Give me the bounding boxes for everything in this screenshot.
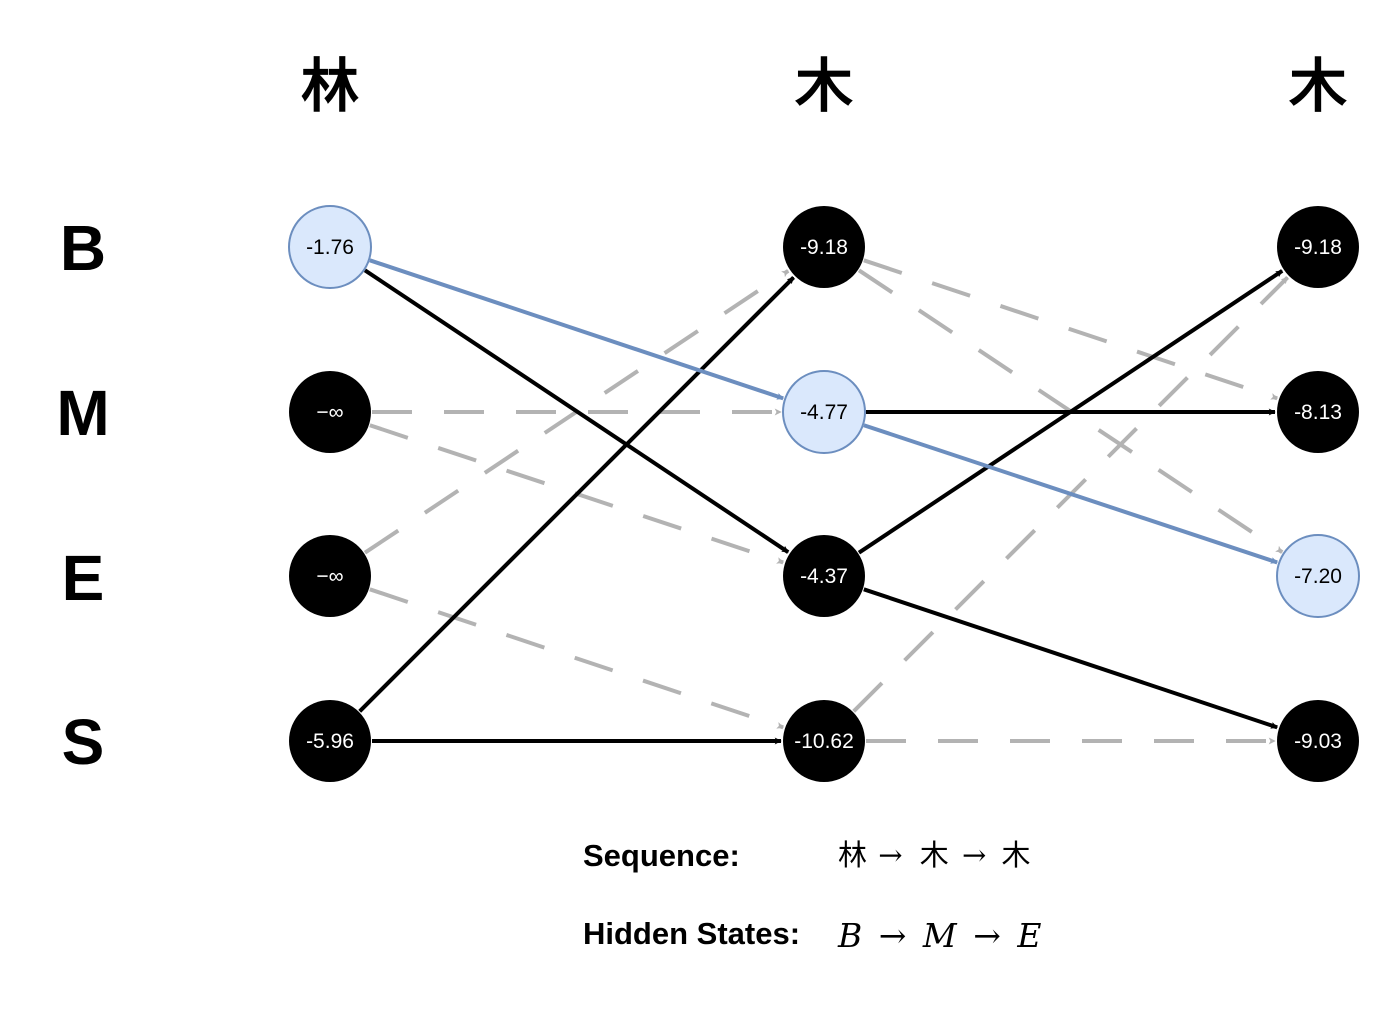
column-header-0: 林 bbox=[301, 52, 359, 120]
edge-best-b0-to-m1 bbox=[369, 258, 784, 401]
node-s-col0: -5.96 bbox=[289, 700, 371, 782]
edge-solid-b0-to-e1 bbox=[363, 268, 790, 554]
row-label-b: B bbox=[60, 212, 106, 284]
row-label-s: S bbox=[62, 706, 105, 778]
edge-best-m1-to-e2 bbox=[863, 423, 1278, 565]
node-circle bbox=[289, 371, 371, 453]
node-b-col0: -1.76 bbox=[288, 205, 372, 289]
edge-solid-s0-to-b1 bbox=[358, 275, 796, 713]
state-arrow-0: → bbox=[879, 916, 907, 955]
node-value: -8.13 bbox=[1294, 401, 1342, 424]
edge-dashed-b1-to-m2 bbox=[863, 258, 1278, 401]
hidden-states-label: Hidden States: bbox=[583, 916, 800, 951]
node-m-col1: -4.77 bbox=[782, 370, 866, 454]
sequence-item-2: 木 bbox=[1002, 838, 1031, 872]
node-value: -9.18 bbox=[1294, 236, 1342, 259]
node-circle bbox=[289, 700, 371, 782]
column-header-1: 木 bbox=[795, 52, 853, 120]
node-circle bbox=[289, 535, 371, 617]
node-value: -10.62 bbox=[794, 730, 854, 753]
node-b-col1: -9.18 bbox=[783, 206, 865, 288]
node-value: -4.77 bbox=[800, 401, 848, 424]
sequence-item-1: 木 bbox=[920, 838, 949, 872]
node-circle bbox=[1277, 371, 1359, 453]
caption: Sequence: 林 → 木 → 木 Hidden States: B → M… bbox=[583, 838, 1041, 955]
sequence-item-0: 林 bbox=[838, 838, 867, 872]
node-s-col1: -10.62 bbox=[783, 700, 865, 782]
node-e-col1: -4.37 bbox=[783, 535, 865, 617]
node-circle bbox=[783, 206, 865, 288]
column-headers: 林 木 木 bbox=[301, 52, 1347, 120]
edge-solid-e1-to-s2 bbox=[863, 587, 1278, 730]
state-item-2: E bbox=[1016, 916, 1041, 955]
hidden-states-value: B → M → E bbox=[837, 916, 1041, 955]
column-header-2: 木 bbox=[1289, 52, 1347, 120]
row-labels: B M E S bbox=[56, 212, 109, 778]
node-value: −∞ bbox=[316, 401, 343, 424]
sequence-arrow-0: → bbox=[878, 838, 902, 872]
node-s-col2: -9.03 bbox=[1277, 700, 1359, 782]
row-label-e: E bbox=[62, 542, 105, 614]
node-value: -1.76 bbox=[306, 236, 354, 259]
node-circle bbox=[782, 370, 866, 454]
node-e-col0: −∞ bbox=[289, 535, 371, 617]
state-item-1: M bbox=[922, 916, 958, 955]
node-value: -4.37 bbox=[800, 565, 848, 588]
node-value: -9.03 bbox=[1294, 730, 1342, 753]
node-value: −∞ bbox=[316, 565, 343, 588]
state-arrow-1: → bbox=[973, 916, 1001, 955]
sequence-arrow-1: → bbox=[962, 838, 986, 872]
node-value: -9.18 bbox=[800, 236, 848, 259]
node-circle bbox=[1277, 700, 1359, 782]
row-label-m: M bbox=[56, 377, 109, 449]
node-b-col2: -9.18 bbox=[1277, 206, 1359, 288]
node-e-col2: -7.20 bbox=[1276, 534, 1360, 618]
edge-dashed-e0-to-s1 bbox=[369, 587, 784, 730]
node-circle bbox=[288, 205, 372, 289]
edge-solid-e1-to-b2 bbox=[857, 269, 1284, 555]
transition-edges bbox=[358, 258, 1290, 745]
node-circle bbox=[783, 535, 865, 617]
node-value: -7.20 bbox=[1294, 565, 1342, 588]
state-item-0: B bbox=[837, 916, 862, 955]
node-m-col0: −∞ bbox=[289, 371, 371, 453]
node-value: -5.96 bbox=[306, 730, 354, 753]
node-m-col2: -8.13 bbox=[1277, 371, 1359, 453]
sequence-label: Sequence: bbox=[583, 838, 740, 873]
sequence-value: 林 → 木 → 木 bbox=[838, 838, 1031, 872]
state-nodes: -1.76 −∞ −∞ -5.96 -9.18 -4.77 -4.37 -10.62 -9.18… bbox=[288, 205, 1360, 782]
node-circle bbox=[1277, 206, 1359, 288]
node-circle bbox=[783, 700, 865, 782]
node-circle bbox=[1276, 534, 1360, 618]
